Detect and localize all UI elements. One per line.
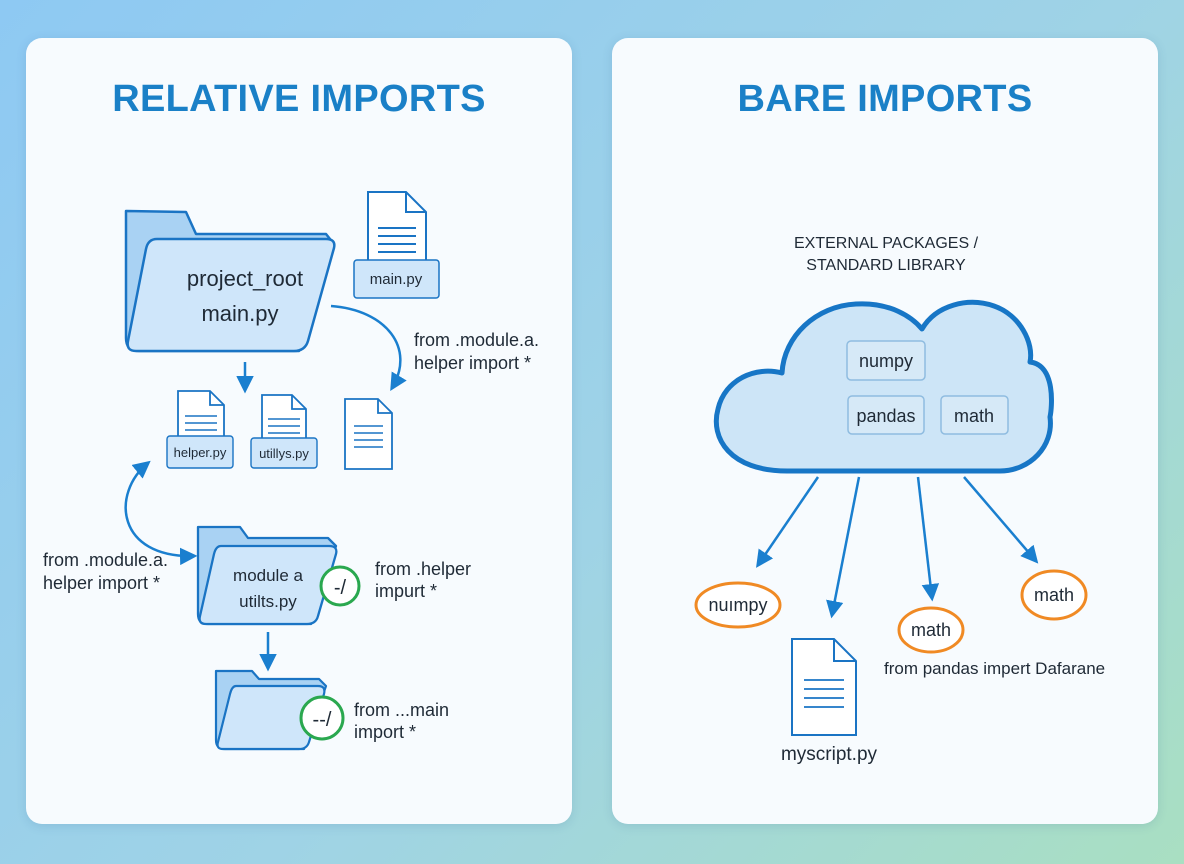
arrow-to-math-right	[963, 476, 1039, 564]
bare-imports-panel: BARE IMPORTS EXTERNAL PACKAGES / STANDAR…	[612, 38, 1158, 824]
math-target-center-label: math	[911, 620, 951, 640]
utils-py-file-icon[interactable]	[250, 394, 318, 469]
plain-file-icon[interactable]	[344, 398, 393, 470]
myscript-label: myscript.py	[781, 744, 878, 765]
math-target-right-label: math	[1034, 585, 1074, 605]
math-target-right[interactable]	[1020, 569, 1088, 621]
numpy-package-label: numpy	[859, 351, 913, 371]
numpy-target[interactable]	[694, 581, 782, 629]
sub-check-badge	[299, 695, 345, 741]
math-package-label: math	[954, 406, 994, 426]
module-a-folder-icon[interactable]	[196, 525, 338, 626]
top-import-line2: helper import *	[414, 353, 531, 373]
sub-badge-text: --/	[313, 709, 332, 731]
numpy-package-chip[interactable]	[846, 340, 926, 381]
top-import-line1: from .module.a.	[414, 330, 539, 350]
helper-py-label: helper.py	[174, 445, 227, 460]
main-py-file-icon[interactable]	[353, 191, 440, 299]
relative-imports-diagram: project_root main.py main.py from .modul…	[43, 191, 539, 751]
relative-imports-panel: RELATIVE IMPORTS project_root main.py ma…	[26, 38, 572, 824]
arrow-to-math-center	[916, 476, 940, 602]
arrow-to-script	[826, 476, 861, 619]
bare-imports-title: BARE IMPORTS	[737, 78, 1033, 120]
pandas-package-label: pandas	[856, 406, 915, 426]
project-root-folder-icon[interactable]	[124, 209, 336, 353]
bare-imports-diagram: EXTERNAL PACKAGES / STANDARD LIBRARY num…	[694, 235, 1105, 765]
module-import-line1: from .helper	[375, 559, 471, 579]
sub-import-line1: from ...main	[354, 700, 449, 720]
root-to-file-arrow	[330, 304, 407, 392]
pandas-import-text: from pandas impert Dafarane	[884, 659, 1105, 678]
left-import-line1: from .module.a.	[43, 550, 168, 570]
utils-py-label: utillys.py	[259, 446, 309, 461]
project-root-label: project_root	[187, 266, 303, 291]
myscript-file-icon[interactable]	[791, 638, 857, 736]
module-import-line2: impurt *	[375, 581, 437, 601]
helper-module-arrow	[124, 460, 198, 566]
module-a-label: module a	[233, 566, 303, 585]
cloud-label-line1: EXTERNAL PACKAGES /	[794, 235, 979, 252]
relative-imports-title: RELATIVE IMPORTS	[112, 78, 486, 120]
sub-import-line2: import *	[354, 722, 416, 742]
pandas-package-chip[interactable]	[847, 395, 925, 435]
sub-folder-icon[interactable]	[214, 669, 328, 751]
numpy-target-label: nuımpy	[708, 595, 767, 615]
math-package-chip[interactable]	[940, 395, 1009, 435]
left-import-line2: helper import *	[43, 573, 160, 593]
math-target-center[interactable]	[897, 606, 965, 654]
root-main-py-label: main.py	[201, 301, 278, 326]
module-badge-text: -/	[334, 577, 347, 599]
module-utils-label: utilts.py	[239, 592, 297, 611]
arrow-to-numpy	[756, 476, 820, 568]
module-check-badge	[319, 565, 361, 607]
cloud-label-line2: STANDARD LIBRARY	[806, 257, 966, 274]
package-cloud-icon	[713, 299, 1054, 474]
main-py-file-label: main.py	[370, 271, 423, 288]
helper-py-file-icon[interactable]	[166, 390, 234, 469]
